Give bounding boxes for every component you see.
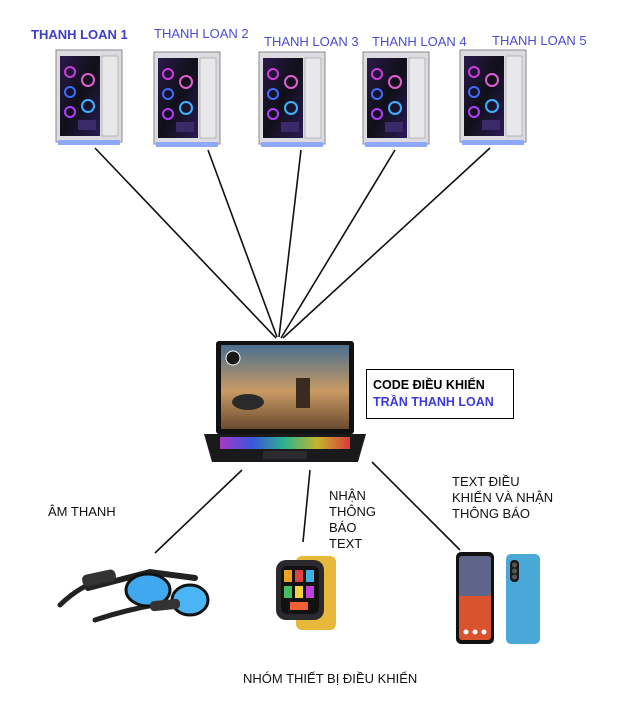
link-pc5 <box>282 147 491 339</box>
pc-label-3: THANH LOAN 3 <box>264 34 359 49</box>
code-box: CODE ĐIỀU KHIỂN TRẦN THANH LOAN <box>366 369 514 419</box>
link-pc4 <box>280 149 396 339</box>
watch-label-line1: NHẬN <box>329 488 366 503</box>
link-phone <box>371 461 461 551</box>
phone-label-line1: TEXT ĐIỀU <box>452 474 520 489</box>
code-box-line1: CODE ĐIỀU KHIỂN <box>373 378 485 392</box>
watch-label-line3: BÁO <box>329 520 357 535</box>
pc-label-5: THANH LOAN 5 <box>492 33 587 48</box>
pc-label-4: THANH LOAN 4 <box>372 34 467 49</box>
watch-label-line2: THÔNG <box>329 504 376 519</box>
phone-label: TEXT ĐIỀU KHIỂN VÀ NHẬN THÔNG BÁO <box>452 474 553 522</box>
group-caption: NHÓM THIẾT BỊ ĐIỀU KHIỂN <box>243 671 418 686</box>
link-pc1 <box>94 147 277 339</box>
pc-label-1: THANH LOAN 1 <box>31 27 128 42</box>
glasses-label: ÂM THANH <box>48 504 116 519</box>
link-watch <box>302 469 311 543</box>
link-pc2 <box>207 149 278 338</box>
phone-label-line3: THÔNG BÁO <box>452 506 531 521</box>
watch-label-line4: TEXT <box>329 536 363 551</box>
link-glasses <box>154 469 243 554</box>
link-pc3 <box>278 149 302 338</box>
pc-label-2: THANH LOAN 2 <box>154 26 249 41</box>
phone-label-line2: KHIỂN VÀ NHẬN <box>452 490 554 505</box>
watch-label: NHẬN THÔNG BÁO TEXT <box>329 488 376 552</box>
code-box-line2: TRẦN THANH LOAN <box>373 395 494 409</box>
